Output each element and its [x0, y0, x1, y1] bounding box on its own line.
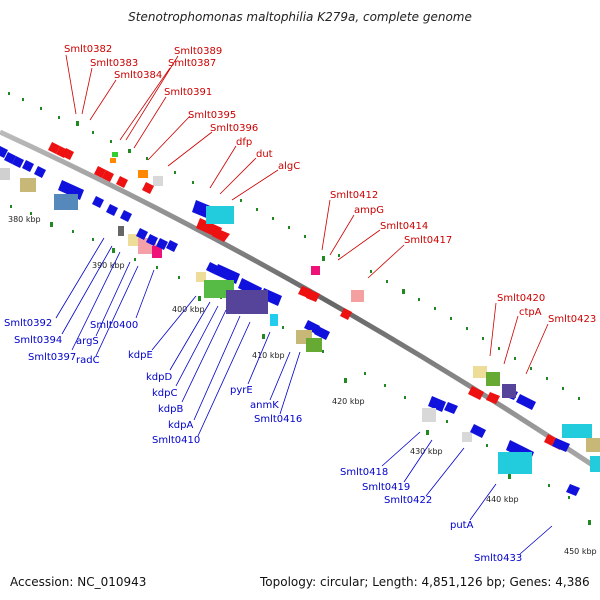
forward-leaders: [65, 54, 549, 375]
gene-label: Smlt0394: [14, 335, 62, 346]
kbp-label: 420 kbp: [332, 397, 365, 406]
gene-label: Smlt0387: [168, 58, 216, 69]
kbp-label: 440 kbp: [486, 495, 519, 504]
genome-backbone: [0, 129, 600, 473]
kbp-label: 430 kbp: [410, 447, 443, 456]
gene-label: Smlt0397: [28, 352, 76, 363]
kbp-label: 400 kbp: [172, 305, 205, 314]
kbp-label: 410 kbp: [252, 351, 285, 360]
gene-label: Smlt0400: [90, 320, 138, 331]
accession-text: Accession: NC_010943: [10, 575, 147, 589]
gene-label: dut: [256, 149, 273, 160]
gene-label: Smlt0417: [404, 235, 452, 246]
gene-label: Smlt0395: [188, 110, 236, 121]
gene-label: kdpD: [146, 372, 172, 383]
gene-label: Smlt0392: [4, 318, 52, 329]
gene-label: kdpC: [152, 388, 177, 399]
outer-ticks: [8, 92, 580, 400]
topology-text: Topology: circular; Length: 4,851,126 bp…: [260, 575, 590, 589]
kbp-label: 390 kbp: [92, 261, 125, 270]
forward-gene-labels: Smlt0382 Smlt0383 Smlt0384 Smlt0387 Smlt…: [64, 44, 596, 325]
gene-label: Smlt0391: [164, 87, 212, 98]
gene-label: Smlt0416: [254, 414, 302, 425]
kbp-label: 450 kbp: [564, 547, 597, 556]
forward-genes: [48, 142, 564, 450]
gene-label: Smlt0410: [152, 435, 200, 446]
gene-label: dfp: [236, 137, 252, 148]
kbp-labels: 380 kbp 390 kbp 400 kbp 410 kbp 420 kbp …: [8, 215, 597, 556]
gene-label: Smlt0420: [497, 293, 545, 304]
reverse-genes: [0, 146, 600, 496]
gene-label: kdpB: [158, 404, 183, 415]
gene-label: ampG: [354, 205, 384, 216]
genome-title: Stenotrophomonas maltophilia K279a, comp…: [128, 10, 472, 24]
gene-label: Smlt0412: [330, 190, 378, 201]
gene-label: Smlt0418: [340, 467, 388, 478]
gene-label: argS: [76, 336, 99, 347]
gene-label: Smlt0419: [362, 482, 410, 493]
gene-label: Smlt0423: [548, 314, 596, 325]
gene-label: Smlt0389: [174, 46, 222, 57]
gene-label: Smlt0396: [210, 123, 258, 134]
gene-label: Smlt0383: [90, 58, 138, 69]
gene-label: Smlt0422: [384, 495, 432, 506]
gene-label: kdpE: [128, 350, 153, 361]
gene-label: kdpA: [168, 420, 193, 431]
gene-label: pyrE: [230, 385, 253, 396]
reverse-leaders: [55, 237, 553, 555]
gene-label: Smlt0382: [64, 44, 112, 55]
gene-label: anmK: [250, 400, 279, 411]
gene-label: Smlt0414: [380, 221, 428, 232]
gene-label: Smlt0384: [114, 70, 162, 81]
gene-label: algC: [278, 161, 300, 172]
gene-label: Smlt0433: [474, 553, 522, 564]
gene-label: putA: [450, 520, 474, 531]
gene-label: radC: [76, 355, 100, 366]
gene-label: ctpA: [519, 307, 542, 318]
reverse-gene-labels: Smlt0392 Smlt0394 Smlt0397 argS radC Sml…: [4, 318, 522, 564]
kbp-label: 380 kbp: [8, 215, 41, 224]
